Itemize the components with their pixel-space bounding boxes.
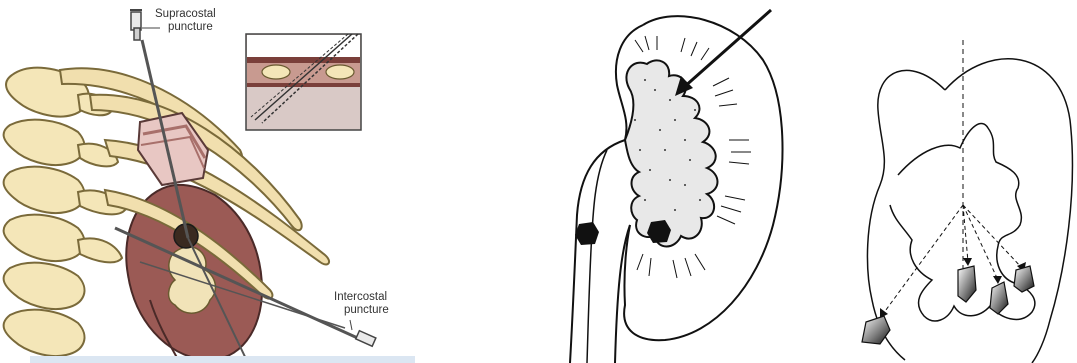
stone-mid-3: [1014, 266, 1034, 292]
kidney-calyces-illustration: [525, 0, 800, 363]
calyceal-stones: [862, 266, 1034, 344]
stone-ureter: [575, 222, 599, 245]
panel-kidney-calyces: [525, 0, 800, 363]
stone-mid-1: [958, 266, 976, 302]
stone-lower-pole: [862, 316, 890, 344]
intercostal-label-line2: puncture: [344, 304, 389, 317]
stone-mid-2: [990, 282, 1008, 314]
panel-puncture-anatomy: Supracostal puncture Intercostal punctur…: [0, 0, 420, 363]
bottom-strip: [30, 356, 415, 363]
panel-kidney-access: [850, 0, 1077, 363]
inset-cross-section: [246, 34, 361, 130]
intercostal-label: Intercostal: [334, 291, 387, 304]
collecting-system: [625, 60, 718, 246]
kidney-outline: [867, 70, 945, 360]
intercostal-leader: [350, 320, 352, 330]
kidney-access-illustration: [850, 0, 1077, 363]
supracostal-label-line2: puncture: [168, 21, 213, 34]
supracostal-label: Supracostal: [155, 8, 216, 21]
